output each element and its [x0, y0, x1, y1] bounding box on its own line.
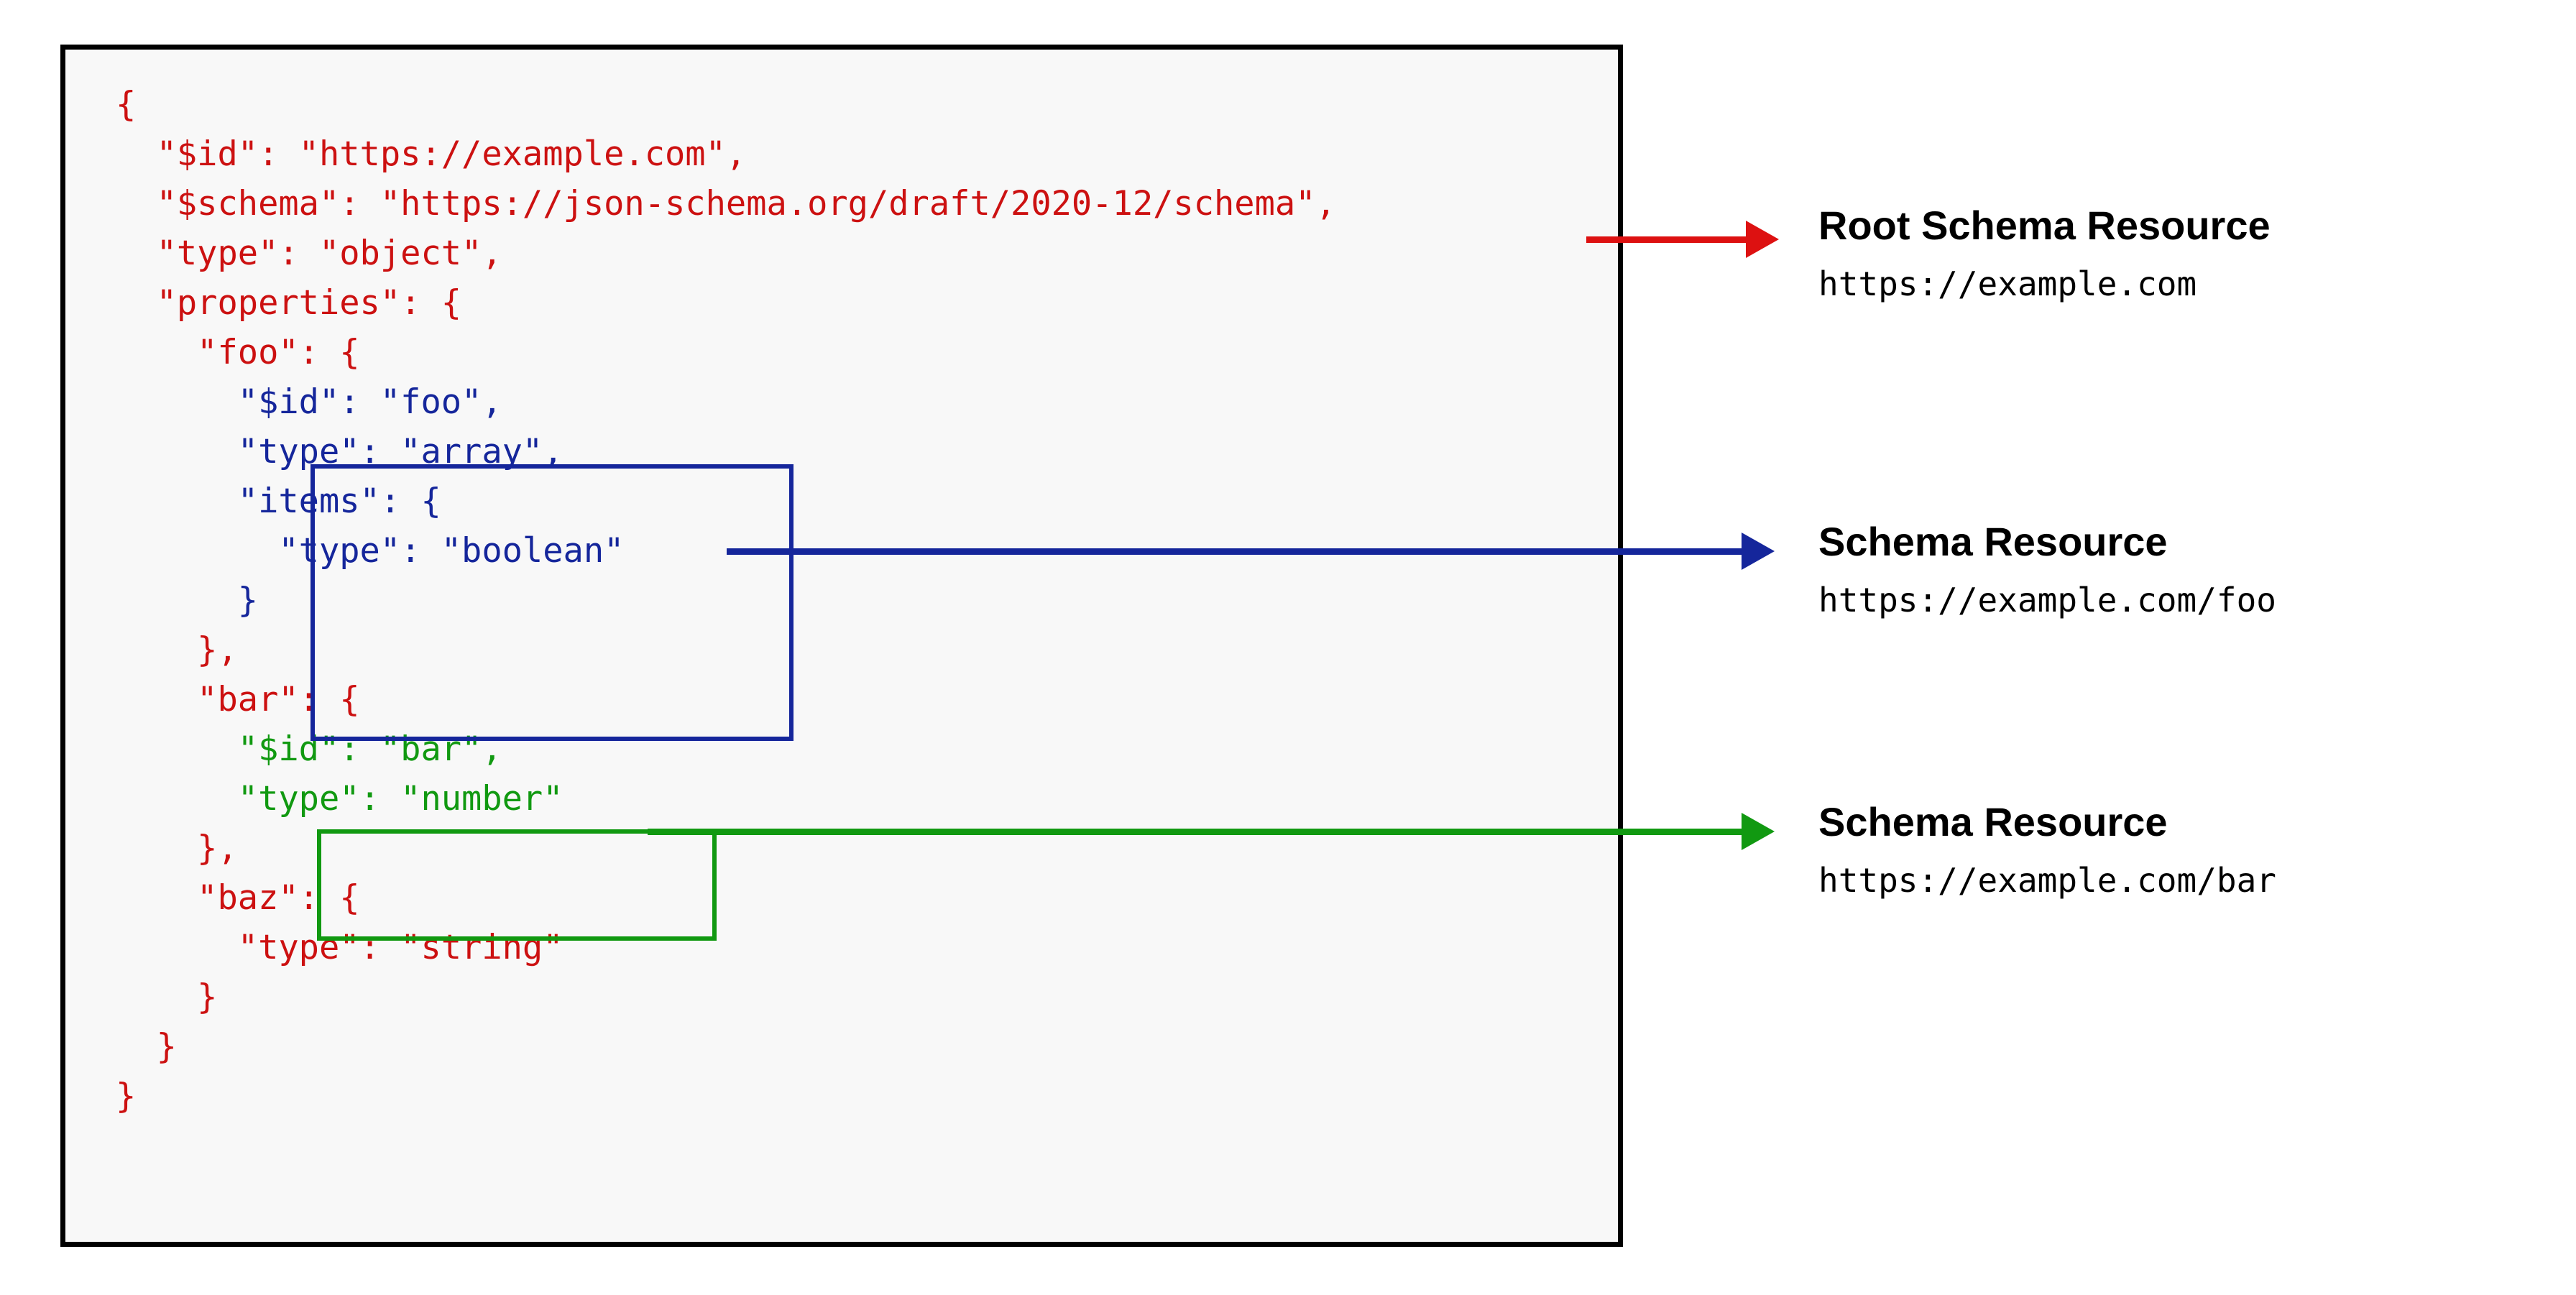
json-code-block: { "$id": "https://example.com", "$schema… — [116, 80, 1336, 1121]
code-line-6: "$id": "foo", — [116, 382, 502, 422]
legend-uri-foo-schema: https://example.com/foo — [1818, 581, 2276, 619]
code-line-3: "type": "object", — [116, 234, 502, 273]
code-line-17: "type": "string" — [116, 928, 564, 967]
code-line-14: "type": "number" — [116, 779, 564, 819]
code-line-4: "properties": { — [116, 283, 462, 323]
code-line-18: } — [116, 977, 218, 1017]
legend-title-foo-schema: Schema Resource — [1818, 519, 2168, 564]
code-line-13: "$id": "bar", — [116, 729, 502, 769]
arrow-root-schema-line — [1586, 236, 1753, 243]
legend-entry-root-schema: Root Schema Resource https://example.com — [1818, 203, 2271, 305]
code-line-15: }, — [116, 829, 238, 868]
arrow-bar-schema-line — [648, 829, 1747, 835]
code-line-7: "type": "array", — [116, 432, 564, 471]
code-line-2: "$schema": "https://json-schema.org/draf… — [116, 184, 1336, 223]
code-line-8: "items": { — [116, 481, 441, 521]
legend-title-root-schema: Root Schema Resource — [1818, 203, 2271, 248]
code-line-16: "baz": { — [116, 878, 360, 918]
arrow-foo-schema-line — [727, 548, 1747, 555]
json-code-panel: { "$id": "https://example.com", "$schema… — [60, 45, 1623, 1247]
legend-uri-root-schema: https://example.com — [1818, 264, 2197, 303]
code-line-5: "foo": { — [116, 333, 360, 372]
arrow-root-schema-head-icon — [1746, 221, 1779, 258]
code-line-0: { — [116, 85, 137, 124]
code-line-12: "bar": { — [116, 680, 360, 719]
code-line-1: "$id": "https://example.com", — [116, 134, 747, 174]
code-line-11: }, — [116, 630, 238, 670]
legend-entry-bar-schema: Schema Resource https://example.com/bar — [1818, 799, 2276, 901]
legend-uri-bar-schema: https://example.com/bar — [1818, 861, 2276, 900]
legend-title-bar-schema: Schema Resource — [1818, 799, 2168, 844]
code-line-19: } — [116, 1027, 177, 1066]
legend-entry-foo-schema: Schema Resource https://example.com/foo — [1818, 519, 2276, 621]
code-line-10: } — [116, 581, 259, 620]
arrow-foo-schema-head-icon — [1742, 533, 1775, 570]
code-line-20: } — [116, 1077, 137, 1116]
arrow-bar-schema-head-icon — [1742, 813, 1775, 850]
code-line-9: "type": "boolean" — [116, 531, 625, 571]
